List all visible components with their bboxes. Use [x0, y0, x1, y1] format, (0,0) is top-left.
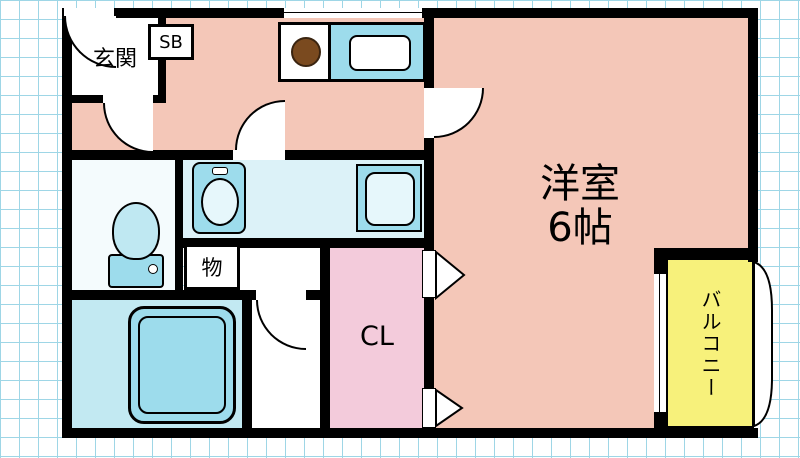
storage-closet: 物: [184, 244, 240, 290]
wall-entrance-bottom: [153, 95, 166, 103]
balcony-sliding-door: [654, 272, 666, 414]
kitchen-window: [282, 8, 424, 18]
washbasin-faucet: [212, 167, 228, 175]
storage-label: 物: [201, 256, 223, 280]
western-room-size: 6帖: [547, 205, 613, 251]
balcony-curved-rail: [753, 260, 773, 428]
wall-center-vertical: [424, 138, 434, 250]
washbasin-icon: [192, 162, 246, 234]
western-room-label: 洋室 6帖: [470, 162, 690, 250]
western-room-name: 洋室: [540, 161, 620, 207]
shoebox: SB: [148, 24, 194, 60]
wall-center-vertical: [424, 8, 434, 88]
wall-kitchen-washroom: [62, 150, 233, 160]
shoebox-label: SB: [159, 31, 183, 53]
wall-bath-top: [62, 290, 256, 300]
western-room-doorway: [424, 88, 434, 138]
bathtub-icon: [128, 306, 236, 424]
toilet-flush-button: [148, 264, 158, 274]
washbasin-bowl: [201, 178, 239, 226]
wall-left: [62, 8, 72, 438]
balcony-label: バルコニー: [698, 289, 722, 399]
wall-balcony-left: [654, 258, 666, 272]
entrance-label: 玄関: [92, 47, 137, 72]
bathtub-inner-rim: [138, 316, 226, 414]
closet-door-track: [422, 250, 436, 298]
wall-kitchen-washroom: [285, 150, 434, 160]
room-closet: [330, 248, 424, 428]
wall-right: [748, 8, 758, 262]
front-doorway: [64, 8, 114, 18]
entrance-doorway: [103, 95, 153, 103]
kitchen-counter: [278, 22, 426, 82]
kitchen-sink-icon: [349, 35, 411, 71]
washing-machine-pan-icon: [356, 164, 422, 232]
closet-label: CL: [360, 321, 394, 352]
wall-bath-top: [306, 290, 330, 300]
wall-bath-right: [242, 300, 252, 428]
wall-balcony-left: [654, 414, 666, 428]
wall-closet-left: [320, 248, 330, 428]
wall-bottom: [62, 428, 758, 438]
wall-balcony-top: [654, 248, 758, 258]
washing-machine-inner: [365, 172, 415, 226]
wall-center-vertical: [424, 298, 434, 388]
wall-entrance-bottom: [62, 95, 103, 103]
hallway-upper: [240, 248, 320, 290]
bathroom-doorway: [256, 290, 306, 300]
toilet-bowl-icon: [112, 202, 160, 260]
closet-door-track: [422, 388, 436, 428]
stove-burner-icon: [291, 37, 321, 67]
room-balcony: [666, 258, 754, 428]
wall-washroom-bottom: [175, 238, 434, 248]
wall-toilet-right: [175, 158, 183, 290]
washroom-doorway: [233, 150, 285, 160]
